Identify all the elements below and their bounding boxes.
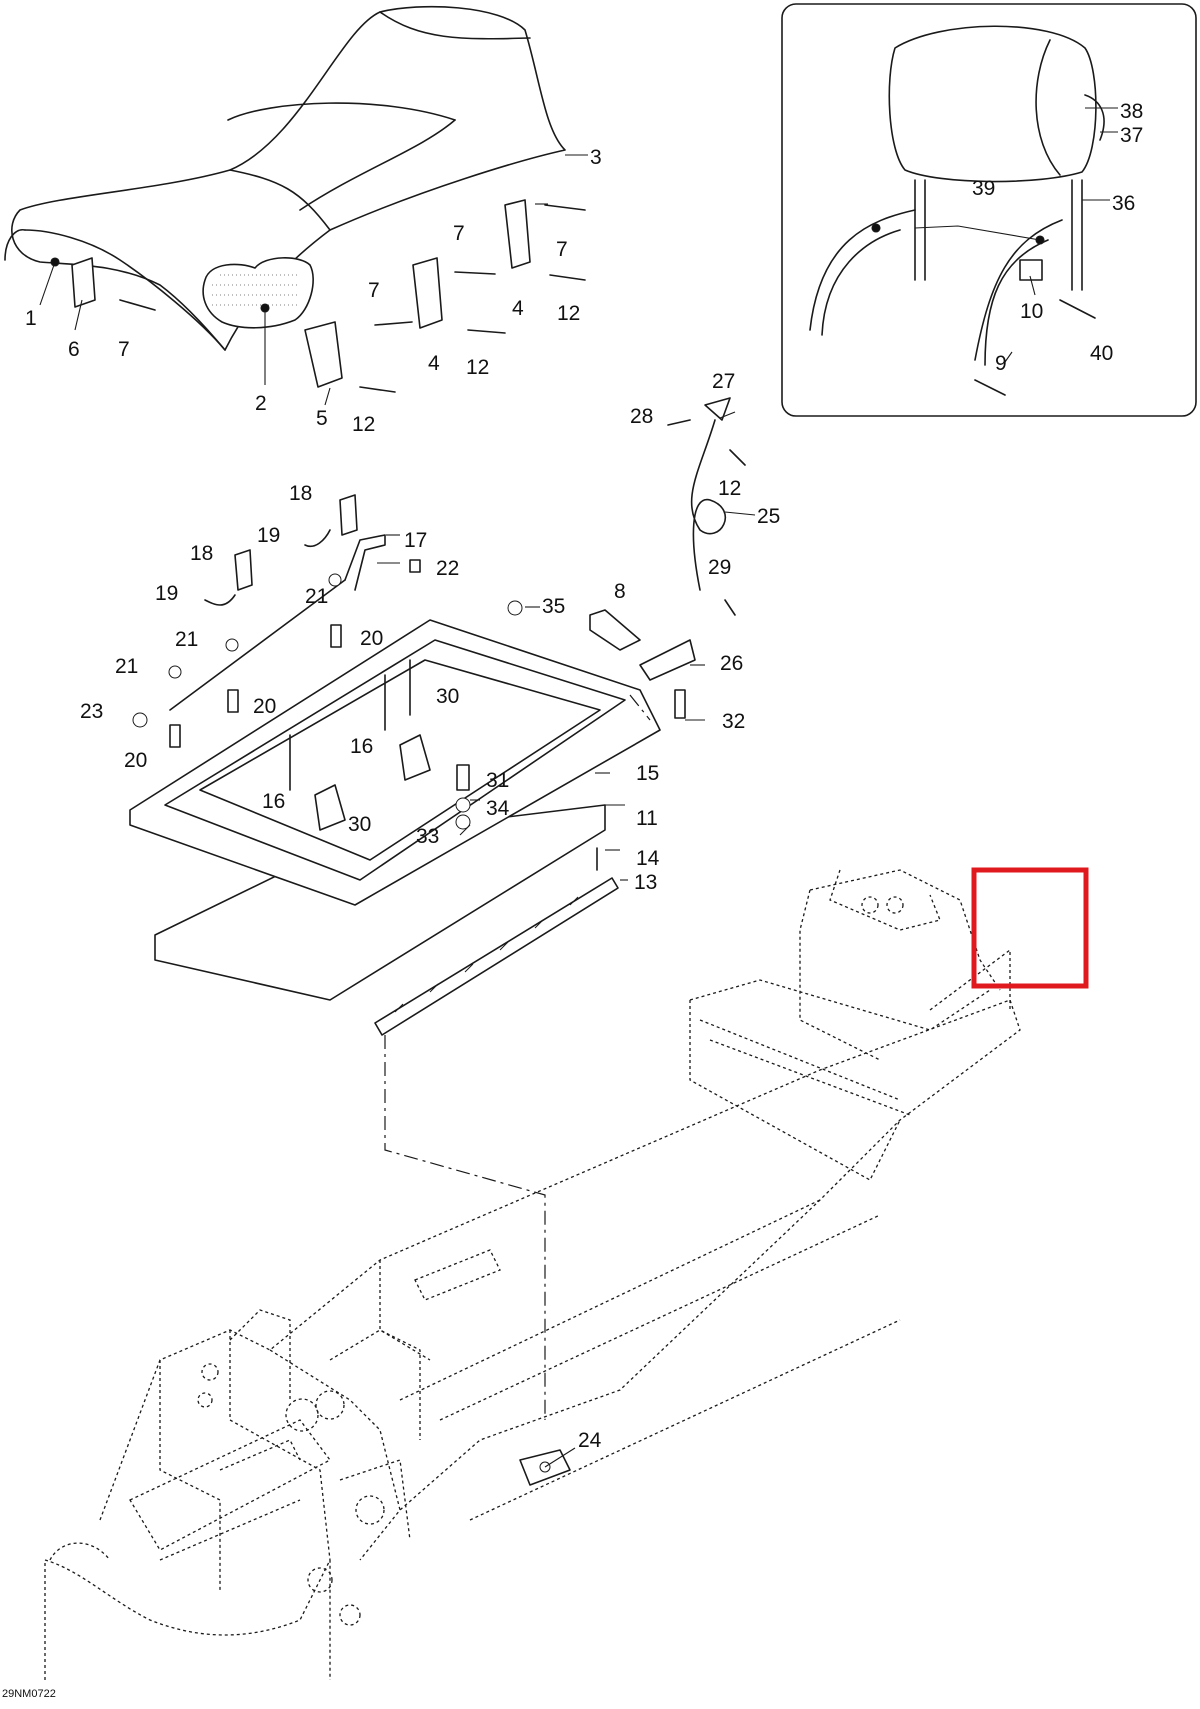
callout-22: 22: [436, 557, 459, 580]
seat-assembly: [4, 5, 586, 393]
spring-19b: [304, 529, 331, 548]
callout-37: 37: [1120, 124, 1143, 147]
callout-9: 9: [995, 352, 1007, 375]
callout-20a: 20: [360, 627, 383, 650]
storage-box: [129, 619, 661, 906]
callout-3: 3: [590, 146, 602, 169]
callout-39: 39: [972, 177, 995, 200]
callout-21a: 21: [305, 585, 328, 608]
hinge-4a: [504, 199, 531, 269]
callout-18b: 18: [190, 542, 213, 565]
washer-33: [455, 814, 471, 830]
inset-frame: [781, 3, 1197, 417]
callout-12a: 12: [557, 302, 580, 325]
callout-30b: 30: [348, 813, 371, 836]
bolt-31: [456, 764, 470, 791]
callout-21b: 21: [175, 628, 198, 651]
callout-33: 33: [416, 825, 439, 848]
stop-22: [409, 559, 421, 573]
callout-8: 8: [614, 580, 626, 603]
callout-20b: 20: [253, 695, 276, 718]
callout-5: 5: [316, 407, 328, 430]
spring-19a: [204, 594, 236, 606]
callout-4a: 4: [512, 297, 524, 320]
callout-1: 1: [25, 307, 37, 330]
callout-34: 34: [486, 797, 510, 820]
latch-18b: [339, 494, 358, 536]
callout-12b: 12: [466, 356, 489, 379]
callout-16b: 16: [262, 790, 285, 813]
leader-lines: [39, 107, 1118, 1468]
callout-14: 14: [636, 847, 660, 870]
callout-36: 36: [1112, 192, 1135, 215]
cable-25: [690, 419, 726, 591]
washer-34: [455, 797, 471, 813]
plate-27: [704, 397, 731, 421]
callout-21c: 21: [115, 655, 138, 678]
washer-23: [132, 712, 148, 728]
callout-16a: 16: [350, 735, 373, 758]
callout-12c: 12: [352, 413, 375, 436]
callout-40: 40: [1090, 342, 1113, 365]
spacer-10: [1019, 259, 1043, 281]
callout-27: 27: [712, 370, 735, 393]
callout-32: 32: [722, 710, 745, 733]
hinge-5: [304, 321, 343, 388]
callout-30a: 30: [436, 685, 459, 708]
callout-31: 31: [486, 769, 509, 792]
callout-26: 26: [720, 652, 743, 675]
bolt-32: [674, 689, 686, 719]
backrest-pad: [888, 25, 1097, 183]
callout-35: 35: [542, 595, 565, 618]
callout-labels: 1 2 3 4 4 5 6 7 7 7 7 8 9 10 11 12 12 12…: [25, 100, 1143, 1452]
callout-24: 24: [578, 1429, 602, 1452]
bracket-8: [589, 609, 641, 651]
callout-29: 29: [708, 556, 731, 579]
callout-6: 6: [68, 338, 80, 361]
callout-7d: 7: [556, 238, 568, 261]
callout-11: 11: [636, 807, 658, 830]
callout-19b: 19: [155, 582, 178, 605]
side-rail: [374, 877, 619, 1036]
chassis: [44, 869, 1021, 1680]
hinge-6: [71, 257, 96, 308]
callout-38: 38: [1120, 100, 1143, 123]
highlight-box: [971, 867, 1089, 989]
hinge-4b: [412, 257, 443, 329]
bracket-26: [639, 639, 696, 681]
callout-23: 23: [80, 700, 103, 723]
diagram-code: 29NM0722: [2, 1688, 56, 1700]
callout-25: 25: [757, 505, 780, 528]
bracket-16b: [314, 784, 346, 831]
seat-pad: [202, 257, 314, 329]
bracket-16a: [399, 734, 431, 781]
seat-cushion: [11, 5, 566, 351]
callout-17: 17: [404, 529, 427, 552]
callout-7a: 7: [118, 338, 130, 361]
nut-35: [507, 600, 523, 616]
callout-15: 15: [636, 762, 659, 785]
callout-19a: 19: [257, 524, 280, 547]
callout-4b: 4: [428, 352, 440, 375]
latch-18a: [234, 549, 253, 591]
callout-7c: 7: [453, 222, 465, 245]
callout-7b: 7: [368, 279, 380, 302]
callout-10: 10: [1020, 300, 1043, 323]
callout-13: 13: [634, 871, 657, 894]
callout-18a: 18: [289, 482, 312, 505]
callout-12d: 12: [718, 477, 741, 500]
callout-2: 2: [255, 392, 267, 415]
backrest-inset: [781, 3, 1197, 417]
callout-20c: 20: [124, 749, 147, 772]
tray-assembly: [129, 397, 746, 1036]
callout-28: 28: [630, 405, 653, 428]
